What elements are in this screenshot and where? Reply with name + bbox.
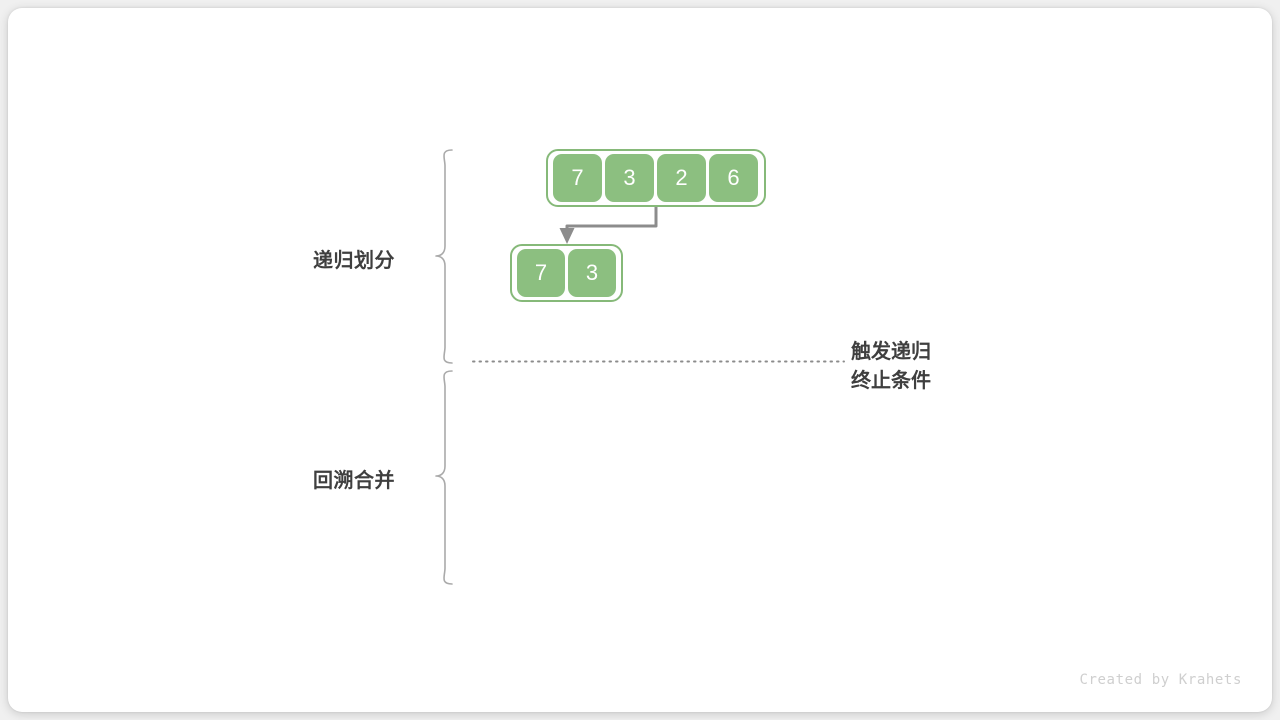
annotation-line-1: 触发递归 <box>851 341 931 363</box>
annotation-line-2: 终止条件 <box>851 370 931 392</box>
array-row-left-subarray: 7 3 <box>510 244 623 302</box>
brace-merge <box>435 370 453 585</box>
array-cell: 7 <box>517 249 565 297</box>
array-cell: 7 <box>553 154 602 202</box>
figure-card: 7 3 2 6 7 3 递归划分 回溯合并 触发递归 终止条件 Created … <box>8 8 1272 712</box>
watermark-credit: Created by Krahets <box>1079 672 1242 688</box>
recursion-base-annotation: 触发递归 终止条件 <box>851 338 931 396</box>
array-cell: 3 <box>568 249 616 297</box>
array-cell: 2 <box>657 154 706 202</box>
diagram-vector-layer <box>435 149 845 585</box>
array-row-original: 7 3 2 6 <box>546 149 766 207</box>
split-arrow <box>559 207 658 244</box>
stage-label-merge: 回溯合并 <box>313 470 395 492</box>
array-cell: 6 <box>709 154 758 202</box>
array-cell: 3 <box>605 154 654 202</box>
brace-divide <box>435 149 453 364</box>
stage-label-divide: 递归划分 <box>313 250 395 272</box>
